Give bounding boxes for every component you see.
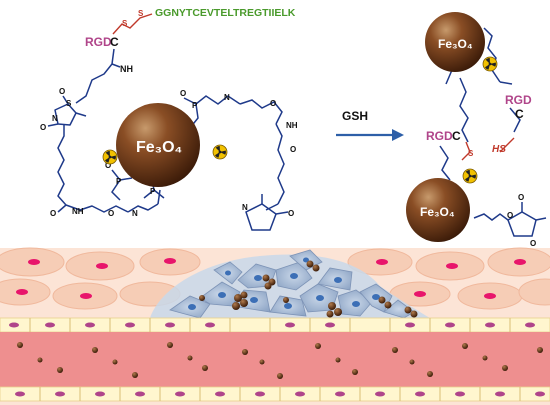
sulfur-label: S <box>66 99 72 108</box>
blood-vessel-lumen <box>0 332 550 387</box>
phosphorus-label: P <box>150 187 156 196</box>
amine-label: NH <box>120 64 133 74</box>
rgd-label: RGD <box>85 35 112 49</box>
radiation-icon <box>482 56 499 72</box>
circulating-particles <box>17 342 543 379</box>
fe3o4-nanoparticle <box>116 103 200 187</box>
tumor-nuclei <box>188 257 380 310</box>
chain-to-rgd <box>509 107 521 133</box>
tissue-panel <box>0 247 550 405</box>
particle-clusters <box>199 260 418 318</box>
reduced-thiol-link <box>461 141 471 161</box>
fe3o4-label: Fe₃O₄ <box>136 139 182 156</box>
oxygen-label: O <box>507 211 513 220</box>
amine-label: NH <box>72 207 84 216</box>
cysteine-label: C <box>452 129 461 143</box>
amine-label: NH <box>286 121 298 130</box>
oxygen-label: O <box>50 209 56 218</box>
oxygen-label: O <box>40 123 46 132</box>
endothelial-nuclei <box>9 322 535 328</box>
arrow-label: GSH <box>342 109 368 123</box>
radiation-icon <box>212 144 229 160</box>
phosphorus-label: P <box>116 177 122 186</box>
oxygen-label: O <box>180 89 186 98</box>
rgd-label: RGD <box>505 93 532 107</box>
maleimide-group <box>507 202 547 237</box>
crosslink-chains <box>439 27 513 221</box>
endothelium-top <box>0 317 550 333</box>
radiation-icon <box>462 168 479 184</box>
fe3o4-nanoparticle <box>406 178 470 242</box>
reaction-arrow: GSH <box>336 109 404 141</box>
rgd-label: RGD <box>426 129 453 143</box>
oxygen-label: O <box>530 239 536 248</box>
cysteine-label: C <box>515 107 524 121</box>
endothelium-segments <box>29 318 511 332</box>
disulfide-bond <box>112 13 153 35</box>
oxygen-label: O <box>290 145 296 154</box>
radiation-icon <box>102 149 119 165</box>
maleimide-group <box>245 194 289 231</box>
fe3o4-label: Fe₃O₄ <box>420 205 455 219</box>
oxygen-label: O <box>105 161 111 170</box>
oxygen-label: O <box>288 209 294 218</box>
thiol-label: HS <box>492 144 506 155</box>
fe3o4-nanoparticle <box>425 12 485 72</box>
oxygen-label: O <box>518 193 524 202</box>
nitrogen-label: N <box>224 93 230 102</box>
endothelium-bottom <box>0 386 550 402</box>
oxygen-label: O <box>108 209 114 218</box>
sulfur-label: S <box>138 9 144 18</box>
oxygen-label: O <box>59 87 65 96</box>
linker-chain <box>47 48 161 213</box>
cysteine-label: C <box>110 35 119 49</box>
oxygen-label: O <box>270 99 276 108</box>
free-thiol-link <box>499 137 515 153</box>
peptide-label-group: GGNYTCEVTELTREGTIIELK S S <box>112 7 296 35</box>
nitrogen-label: N <box>132 209 138 218</box>
peptide-sequence: GGNYTCEVTELTREGTIIELK <box>155 7 296 19</box>
sulfur-label: S <box>122 19 128 28</box>
fe3o4-label: Fe₃O₄ <box>438 37 473 51</box>
sulfur-label: S <box>468 149 474 158</box>
phosphorus-label: P <box>192 101 198 110</box>
nitrogen-label: N <box>242 203 248 212</box>
nitrogen-label: N <box>52 114 58 123</box>
phosphonate-groups <box>111 95 285 211</box>
